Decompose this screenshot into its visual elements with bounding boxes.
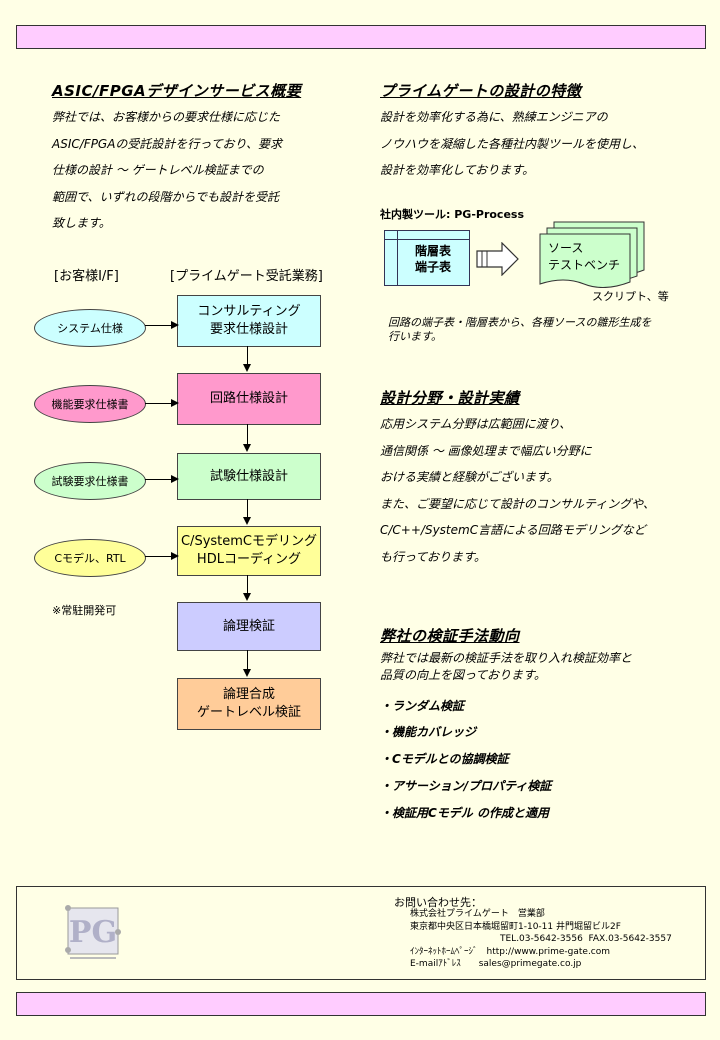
step-logic-verify: 論理検証: [177, 602, 321, 651]
svg-text:PG: PG: [69, 915, 117, 950]
input-test-req: 試験要求仕様書: [34, 462, 146, 500]
contact-heading: お問い合わせ先：: [394, 896, 482, 909]
top-bar: [16, 25, 706, 49]
tool-description: 回路の端子表・階層表から、各種ソースの雛形生成を 行います。: [388, 316, 652, 343]
process-arrow-icon: [476, 242, 519, 276]
input-system-spec: システム仕様: [34, 309, 146, 347]
feature-text: 設計を効率化する為に、熟練エンジニアの ノウハウを凝縮した各種社内製ツールを使用…: [380, 110, 645, 177]
step-test-spec: 試験仕様設計: [177, 453, 321, 500]
bullet-item: ・検証用Cモデル の作成と適用: [380, 806, 549, 820]
bullet-item: ・Cモデルとの協調検証: [380, 752, 509, 766]
bottom-bar: [16, 992, 706, 1016]
contact-box: [16, 886, 706, 980]
bullet-item: ・機能カバレッジ: [380, 725, 477, 739]
step-modeling: C/SystemCモデリング HDLコーディング: [177, 526, 321, 576]
verify-text: 弊社では最新の検証手法を取り入れ検証効率と 品質の向上を図っております。: [380, 651, 633, 682]
overview-title: ASIC/FPGAデザインサービス概要: [52, 82, 302, 100]
flow-arrow-down: [242, 346, 251, 372]
bullet-item: ・アサーション/プロパティ検証: [380, 779, 552, 793]
table-box-label: 階層表 端子表: [414, 244, 451, 274]
contact-lines: 株式会社プライムゲート 営業部 東京都中央区日本橋堀留町1-10-11 井門堀留…: [410, 909, 672, 969]
bullet-item: ・ランダム検証: [380, 699, 465, 713]
flow-arrow-right: [145, 551, 179, 560]
flow-arrow-right: [145, 474, 179, 483]
verify-title: 弊社の検証手法動向: [380, 627, 520, 645]
overview-intro: 弊社では、お客様からの要求仕様に応じた ASIC/FPGAの受託設計を行っており…: [52, 110, 282, 230]
field-title: 設計分野・設計実績: [380, 389, 520, 407]
table-icon: 階層表 端子表: [384, 230, 470, 286]
flow-arrow-down: [242, 424, 251, 452]
resident-note: ※常駐開発可: [52, 604, 117, 617]
step-consulting: コンサルティング 要求仕様設計: [177, 295, 321, 347]
field-text: 応用システム分野は広範囲に渡り、 通信関係 〜 画像処理まで幅広い分野に おける…: [380, 417, 655, 564]
step-circuit-spec: 回路仕様設計: [177, 373, 321, 425]
company-logo-icon: PG: [65, 905, 121, 959]
input-cmodel-rtl: Cモデル、RTL: [34, 539, 146, 577]
customer-if-label: [お客様I/F]: [54, 269, 119, 284]
scripts-label: スクリプト、等: [592, 290, 669, 303]
doc-box-label: ソース テストベンチ: [548, 241, 621, 272]
flow-arrow-right: [145, 320, 179, 329]
documents-icon: [539, 221, 645, 288]
flow-arrow-down: [242, 575, 251, 601]
flow-arrow-down: [242, 499, 251, 525]
company-work-label: [プライムゲート受託業務]: [170, 269, 323, 284]
feature-title: プライムゲートの設計の特徴: [380, 82, 582, 100]
flow-arrow-down: [242, 650, 251, 677]
step-synthesis: 論理合成 ゲートレベル検証: [177, 678, 321, 730]
input-function-req: 機能要求仕様書: [34, 385, 146, 423]
flow-arrow-right: [145, 398, 179, 407]
tool-label: 社内製ツール: PG-Process: [380, 208, 525, 221]
